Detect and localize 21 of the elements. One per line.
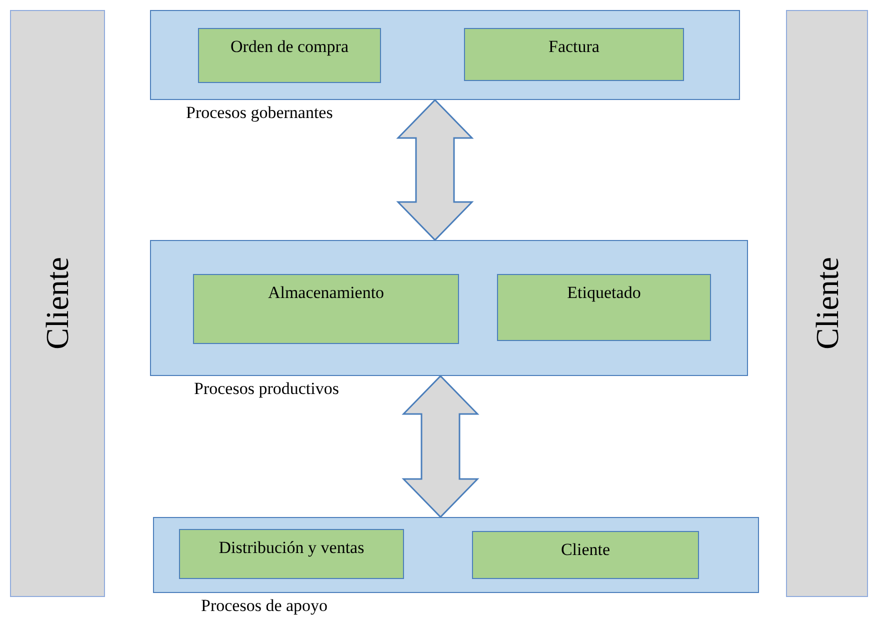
band-label: Cliente [808,257,846,350]
group-title: Procesos de apoyo [201,596,328,616]
process-box [497,274,711,341]
process-label: Etiquetado [567,283,641,303]
process-box [472,531,699,579]
group-title: Procesos productivos [194,379,339,399]
process-box [193,274,459,344]
process-label: Factura [548,37,600,57]
side-band [10,10,105,597]
group-title: Procesos gobernantes [186,103,333,123]
side-band [786,10,868,597]
process-label: Orden de compra [230,37,348,57]
process-label: Distribución y ventas [218,538,364,558]
arrow [396,98,474,242]
process-box [198,28,381,83]
process-label: Cliente [560,540,610,560]
band-label: Cliente [39,257,76,350]
process-box [179,529,404,579]
process-label: Almacenamiento [268,283,384,303]
process-box [464,28,684,81]
arrow [402,374,480,518]
